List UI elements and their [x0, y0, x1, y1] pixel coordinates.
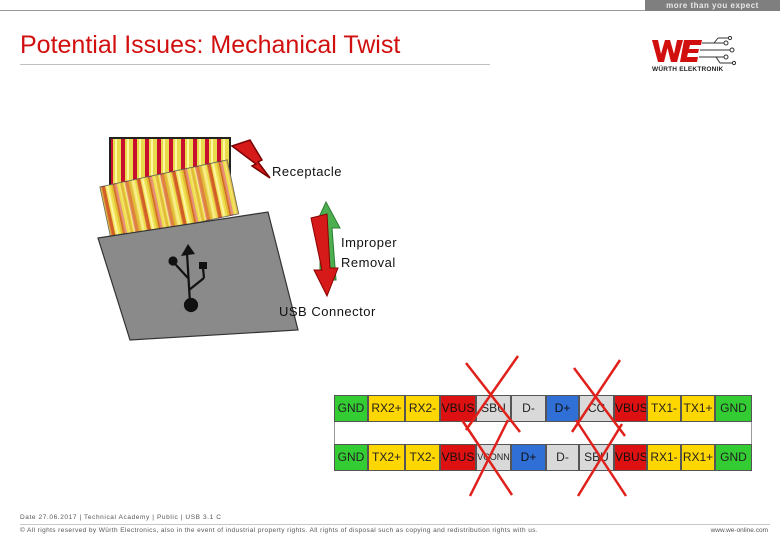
footer-website: www.we-online.com: [710, 527, 768, 534]
usb-plug-body: [97, 211, 299, 341]
pin-top-3: RX2-: [405, 395, 440, 422]
pin-bottom-11: RX1+: [681, 444, 715, 471]
cross-mark-left: [460, 355, 521, 497]
improper-removal-arrows: [310, 200, 341, 298]
pin-top-2: RX2+: [368, 395, 405, 422]
footer-meta: Date 27.06.2017 | Technical Academy | Pu…: [20, 514, 222, 521]
improper-label-line2: Removal: [341, 255, 396, 270]
pinout-tongue: [334, 422, 752, 444]
lightning-icon: [230, 139, 271, 179]
pin-bottom-6: D+: [511, 444, 546, 471]
cross-mark-right: [570, 359, 628, 497]
pin-bottom-3: TX2-: [405, 444, 440, 471]
pin-bottom-12: GND: [715, 444, 752, 471]
improper-label-line1: Improper: [341, 235, 398, 250]
footer-rule: [20, 524, 770, 525]
connector-contacts: [99, 159, 240, 242]
logo-text: WÜRTH ELEKTRONIK: [652, 66, 724, 73]
pin-top-7: D+: [546, 395, 579, 422]
slide-title: Potential Issues: Mechanical Twist: [20, 31, 401, 59]
pin-top-6: D-: [511, 395, 546, 422]
footer-rights: © All rights reserved by Würth Electroni…: [20, 527, 539, 534]
usb-connector-label: USB Connector: [279, 304, 376, 319]
pin-bottom-1: GND: [334, 444, 368, 471]
title-rule: [20, 64, 490, 65]
pin-top-10: TX1-: [647, 395, 681, 422]
pin-top-9: VBUS: [614, 395, 647, 422]
tagline: more than you expect: [645, 0, 780, 11]
pin-top-1: GND: [334, 395, 368, 422]
pin-bottom-9: VBUS: [614, 444, 647, 471]
pin-bottom-4: VBUS: [440, 444, 476, 471]
pin-top-11: TX1+: [681, 395, 715, 422]
pin-top-4: VBUS: [440, 395, 476, 422]
we-logo-icon: [652, 36, 737, 66]
pin-bottom-2: TX2+: [368, 444, 405, 471]
pin-bottom-10: RX1-: [647, 444, 681, 471]
pin-bottom-7: D-: [546, 444, 579, 471]
receptacle-label: Receptacle: [272, 164, 343, 179]
top-bar: more than you expect: [0, 0, 780, 12]
wurth-logo: [648, 36, 738, 80]
top-rule: [0, 10, 645, 11]
pin-top-12: GND: [715, 395, 752, 422]
